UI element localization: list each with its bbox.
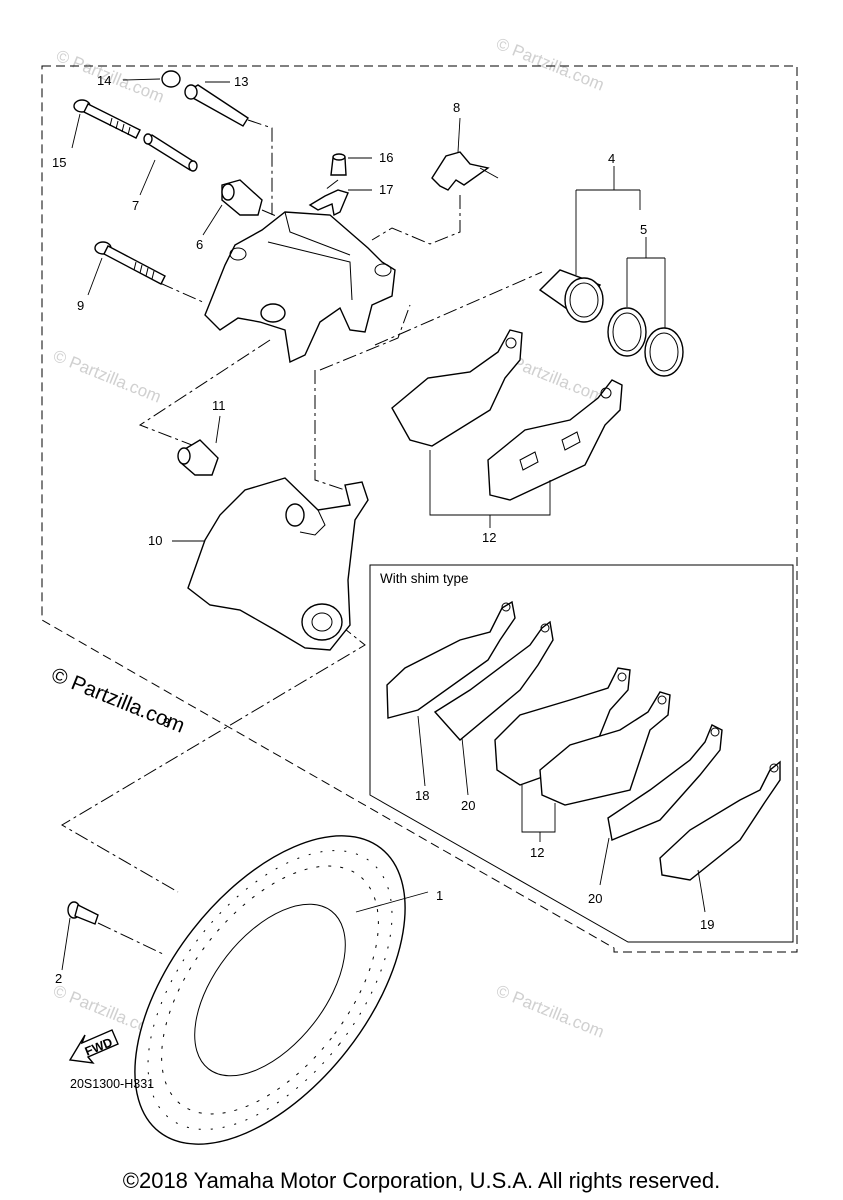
part-caliper-body: [204, 211, 396, 364]
callout-7: 7: [132, 198, 139, 213]
diagram-code: 20S1300-H331: [70, 1077, 154, 1091]
fwd-arrow-icon: FWD: [68, 1029, 119, 1064]
callout-5: 5: [640, 222, 647, 237]
inset-shim-type: With shim type: [369, 564, 794, 943]
callout-numbers: 14 13 8 15 16 4 17 7 5 6 9 11 12 10 3 18…: [52, 73, 714, 986]
callout-18: 18: [415, 788, 429, 803]
part-bolt-9: [94, 241, 166, 285]
fwd-label: FWD: [83, 1035, 115, 1059]
callout-3: 3: [163, 715, 170, 730]
callout-20: 20: [461, 798, 475, 813]
callout-12: 12: [530, 845, 544, 860]
callout-17: 17: [379, 182, 393, 197]
callout-15: 15: [52, 155, 66, 170]
part-bolt-15: [73, 99, 141, 139]
callout-6: 6: [196, 237, 203, 252]
callout-11: 11: [212, 398, 226, 413]
assembly-lines: [61, 119, 543, 956]
watermark-main: © Partzilla.com: [48, 663, 188, 737]
part-seals: [607, 307, 684, 377]
part-boot-11: [177, 439, 219, 476]
part-brake-pads: [391, 329, 623, 501]
callout-19: 19: [700, 917, 714, 932]
callout-2: 2: [55, 971, 62, 986]
callout-9: 9: [77, 298, 84, 313]
part-disc-bolt: [67, 901, 99, 925]
inset-title: With shim type: [380, 571, 469, 586]
callout-14: 14: [97, 73, 111, 88]
callout-20: 20: [588, 891, 602, 906]
watermark-faint: © Partzilla.com: [51, 346, 164, 407]
assembly-boundary: [41, 65, 798, 953]
part-cap: [161, 70, 181, 88]
part-pad-spring: [431, 151, 499, 191]
part-piston: [538, 269, 604, 323]
callout-13: 13: [234, 74, 248, 89]
callout-4: 4: [608, 151, 615, 166]
part-bracket: [187, 477, 369, 651]
watermark-faint: © Partzilla.com: [494, 34, 607, 95]
part-clip: [308, 189, 349, 217]
part-pin: [184, 84, 249, 127]
callout-12: 12: [482, 530, 496, 545]
part-brake-disc: [134, 835, 406, 1145]
part-bleed-screw: [330, 153, 347, 176]
callout-1: 1: [436, 888, 443, 903]
copyright-notice: ©2018 Yamaha Motor Corporation, U.S.A. A…: [122, 1168, 721, 1193]
watermark-faint: © Partzilla.com: [494, 981, 607, 1042]
callout-10: 10: [148, 533, 162, 548]
leader-lines: [61, 78, 706, 971]
callout-16: 16: [379, 150, 393, 165]
part-slide-pin: [143, 133, 198, 172]
callout-8: 8: [453, 100, 460, 115]
part-boot: [221, 179, 263, 216]
